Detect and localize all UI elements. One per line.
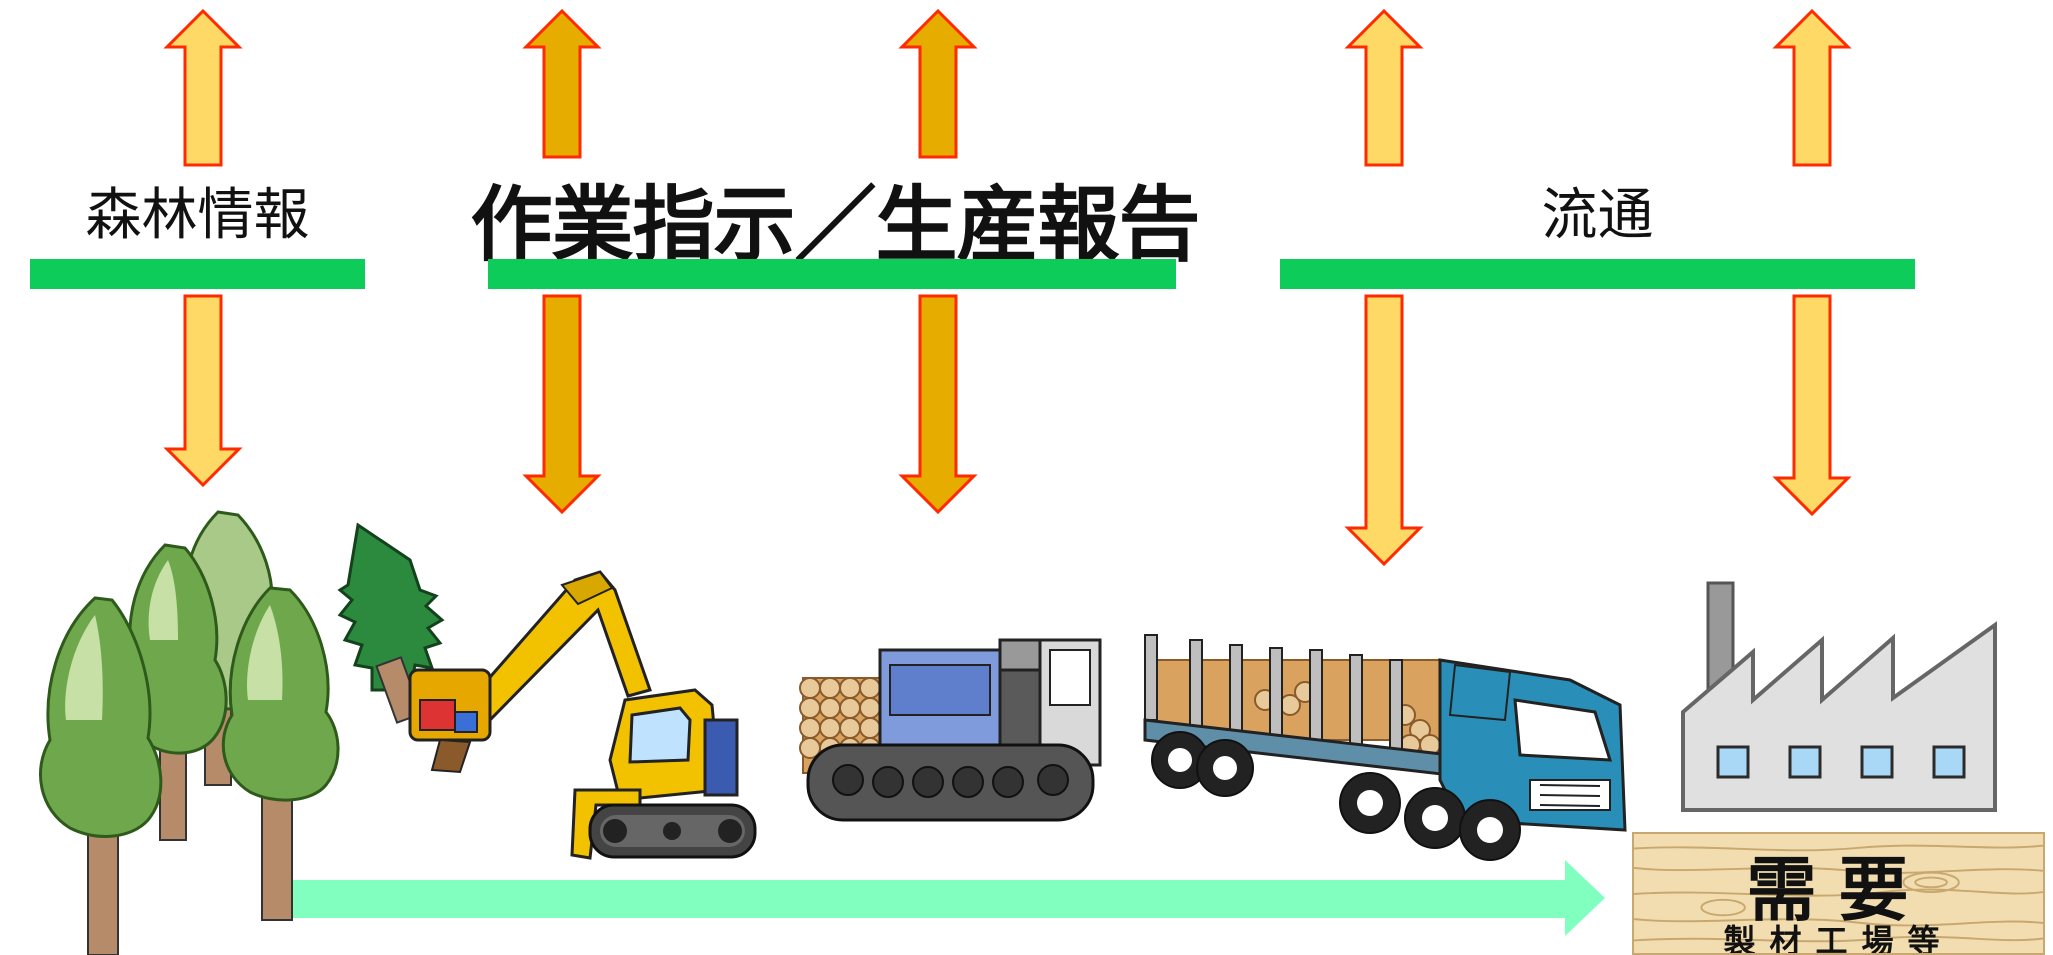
arrow-forest-down: [163, 294, 243, 488]
arrow-truck-down: [1344, 294, 1424, 567]
label-forest-info: 森林情報: [85, 183, 310, 248]
arrow-forwarder-down: [898, 294, 978, 515]
bar-work-order: [488, 259, 1176, 289]
arrow-forest-up: [163, 8, 243, 167]
arrow-factory-down: [1772, 294, 1852, 517]
demand-title: 需要: [1746, 849, 1931, 931]
demand-subtitle: 製材工場等: [1723, 922, 1954, 955]
factory-icon: [1681, 581, 1997, 812]
arrow-harvester-down: [522, 294, 602, 515]
demand-board: 需要 製材工場等: [1632, 832, 2045, 955]
arrow-truck-up: [1344, 8, 1424, 167]
arrow-harvester-up: [522, 8, 602, 159]
wood-grain: [1634, 844, 2043, 943]
log-truck-icon: [1143, 634, 1627, 861]
arrow-factory-up: [1772, 8, 1852, 167]
flow-arrow: [285, 860, 1605, 936]
forwarder-icon: [799, 638, 1102, 822]
harvester-icon: [337, 522, 757, 860]
label-work-order: 作業指示／生産報告: [470, 178, 1200, 273]
bar-distribution: [1280, 259, 1915, 289]
bar-forest-info: [30, 259, 365, 289]
forest-icon: [38, 510, 340, 955]
label-distribution: 流通: [1541, 183, 1654, 248]
arrow-forwarder-up: [898, 8, 978, 159]
